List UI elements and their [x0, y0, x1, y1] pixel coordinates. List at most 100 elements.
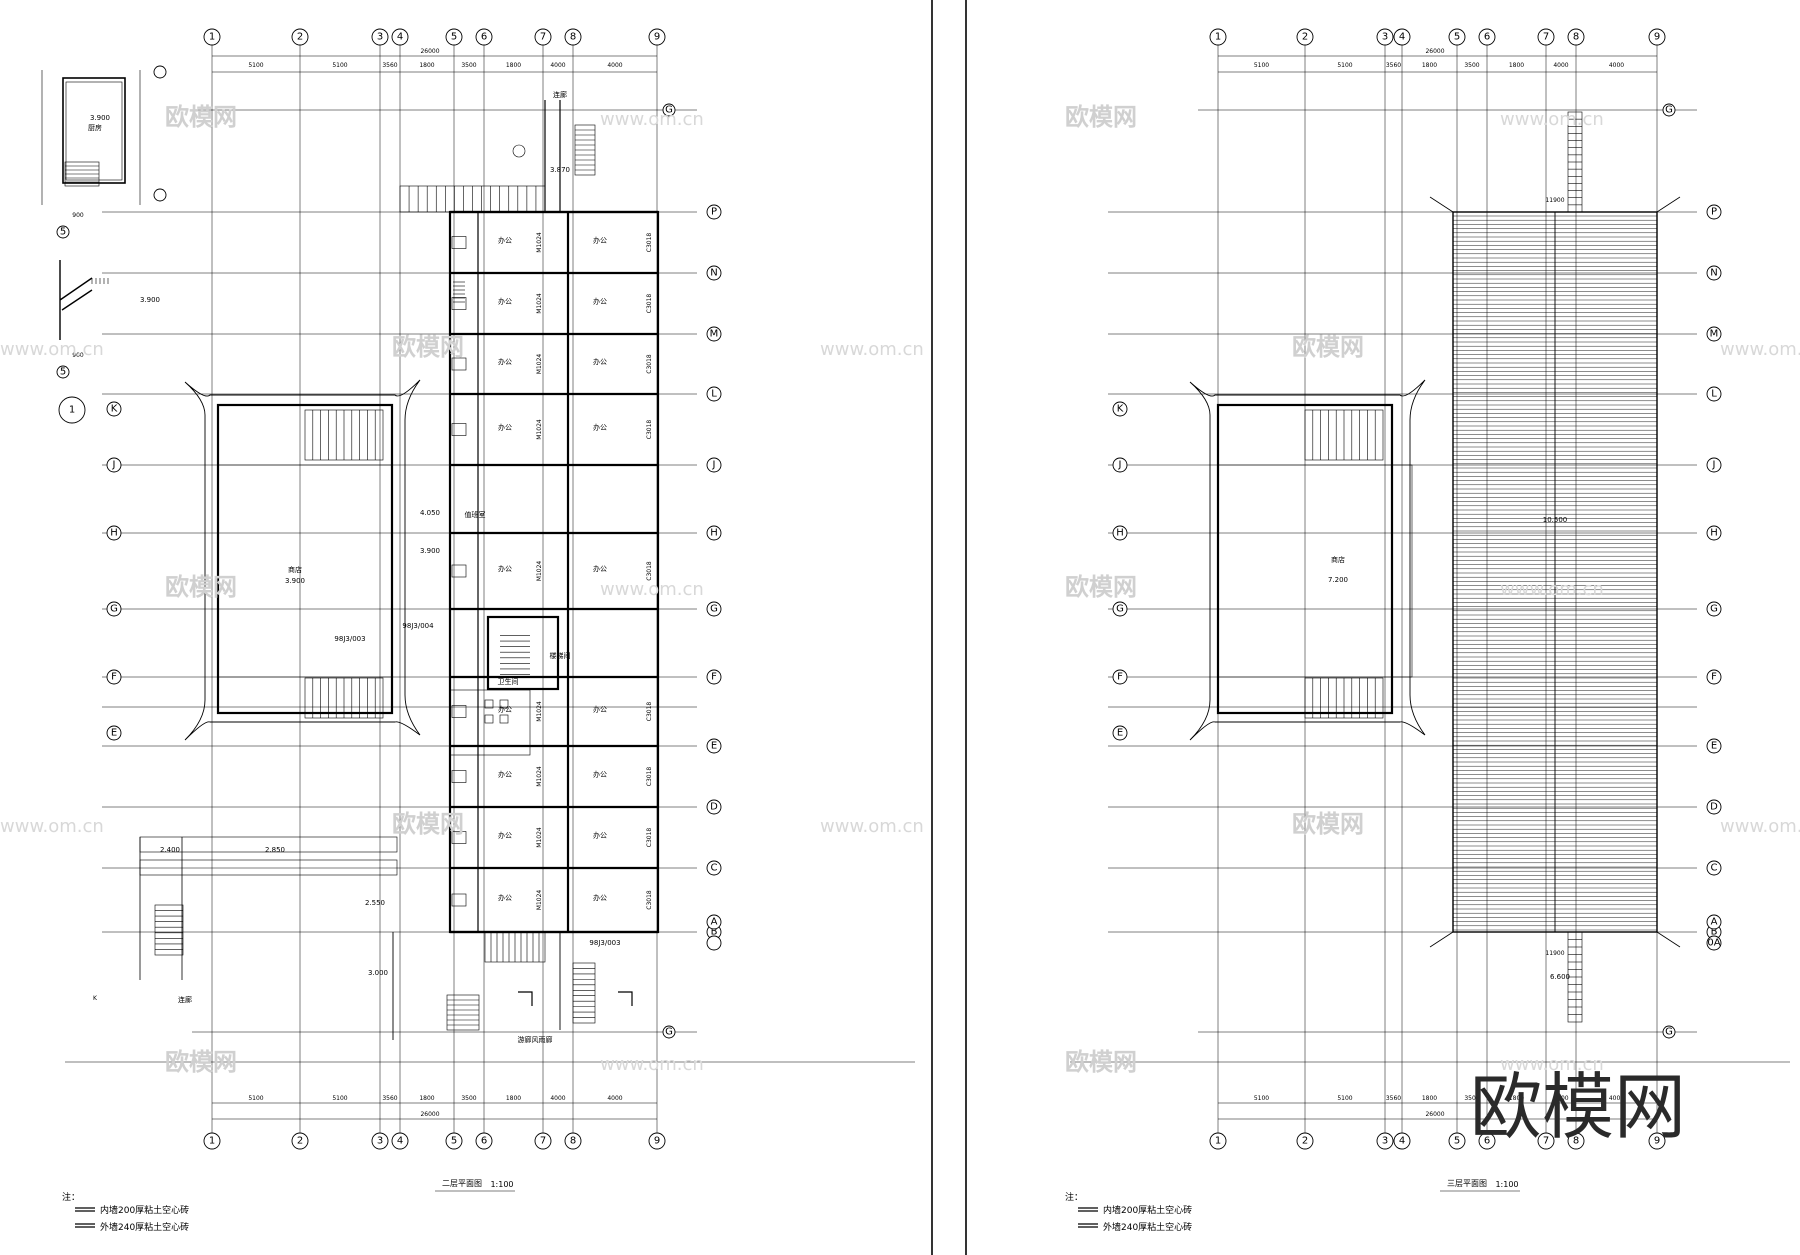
- axis-bubble: A: [1706, 914, 1722, 930]
- bay-dim: 3560: [382, 62, 397, 69]
- room-label-shop: 商店: [288, 565, 302, 574]
- room-label-shop-r: 商店: [1331, 555, 1345, 564]
- svg-text:H: H: [110, 528, 118, 539]
- svg-text:4: 4: [397, 1136, 403, 1147]
- svg-text:F: F: [711, 672, 717, 683]
- bay-dim: 3500: [1464, 1095, 1479, 1102]
- svg-text:G: G: [110, 604, 118, 615]
- axis-bubble: 9: [1648, 1132, 1666, 1150]
- overall-dim-bottom: 26000: [420, 1111, 439, 1118]
- axis-bubble: 6: [475, 28, 493, 46]
- door-code: M1024: [536, 766, 543, 787]
- watermarks: 欧模网欧模网欧模网欧模网欧模网欧模网欧模网欧模网欧模网欧模网www.om.cnw…: [0, 103, 1800, 1076]
- detail-elev-2: 3.900: [140, 296, 160, 304]
- elev-walkway-d: 3.000: [368, 969, 388, 977]
- watermark-brand: 欧模网: [1065, 1048, 1137, 1076]
- axis-bubble: 7: [1537, 1132, 1555, 1150]
- room-label-office: 办公: [498, 831, 512, 840]
- svg-text:L: L: [711, 389, 717, 400]
- door-code: M1024: [536, 293, 543, 314]
- axis-bubble: 7: [1537, 28, 1555, 46]
- axis-bubble: F: [1706, 669, 1722, 685]
- elev-walkway-c: 2.550: [365, 899, 385, 907]
- elev-hall-2: 3.900: [420, 547, 440, 555]
- watermark-url: www.om.cn: [600, 1054, 704, 1075]
- watermark-brand: 欧模网: [392, 333, 464, 361]
- bay-dimensions: 5100510051005100356035601800180035003500…: [248, 62, 622, 1102]
- svg-text:A: A: [711, 917, 718, 928]
- axis-bubble: 8: [1567, 1132, 1585, 1150]
- watermark-brand: 欧模网: [1065, 573, 1137, 601]
- elev-hall: 4.050: [420, 509, 440, 517]
- elev-walkway-b: 2.850: [265, 846, 285, 854]
- bay-dim: 3560: [1386, 1095, 1401, 1102]
- svg-text:9: 9: [1654, 32, 1660, 43]
- bay-dim: 1800: [1422, 1095, 1437, 1102]
- svg-text:5: 5: [451, 32, 457, 43]
- axis-bubble: F: [706, 669, 722, 685]
- bay-dim: 5100: [332, 1095, 347, 1102]
- svg-text:F: F: [1117, 672, 1123, 683]
- bay-dim: 3500: [461, 62, 476, 69]
- svg-text:6: 6: [481, 1136, 487, 1147]
- svg-text:A: A: [1711, 917, 1718, 928]
- room-label-office: 办公: [593, 236, 607, 245]
- watermark-url: www.om.cn: [820, 339, 924, 360]
- watermark-url: www.om.cn: [1720, 339, 1800, 360]
- axis-bubble: G: [1662, 1025, 1676, 1039]
- svg-text:D: D: [1710, 802, 1718, 813]
- roof-dim-top: 11900: [1545, 197, 1564, 204]
- axis-bubble: 7: [534, 1132, 552, 1150]
- axis-bubble: K: [106, 401, 122, 417]
- svg-text:J: J: [712, 460, 716, 471]
- watermark-brand: 欧模网: [165, 1048, 237, 1076]
- shop-roof-outline-r: [1189, 379, 1426, 741]
- watermark-brand: 欧模网: [392, 810, 464, 838]
- window-code: C3018: [646, 890, 653, 910]
- room-label-toilet: 卫生间: [498, 677, 519, 686]
- window-code: C3018: [646, 767, 653, 787]
- window-code: C3018: [646, 561, 653, 581]
- room-label-office: 办公: [593, 831, 607, 840]
- svg-text:3: 3: [1382, 32, 1388, 43]
- svg-text:9: 9: [1654, 1136, 1660, 1147]
- watermark-url: www.om.cn: [1500, 1054, 1604, 1075]
- axis-bubble: M: [1706, 326, 1722, 342]
- watermark-url: www.om.cn: [1720, 816, 1800, 837]
- axis-bubble: 4: [391, 1132, 409, 1150]
- axis-bubble: 5: [445, 1132, 463, 1150]
- axis-bubble: 2: [1296, 1132, 1314, 1150]
- bay-dim: 5100: [1254, 1095, 1269, 1102]
- axis-bubble: G: [106, 601, 122, 617]
- bay-dim: 5100: [1337, 1095, 1352, 1102]
- detail-axis-5: 5: [60, 227, 66, 238]
- horizontal-grid-r: [1108, 109, 1697, 1033]
- axis-bubble: 5: [1448, 28, 1466, 46]
- svg-text:E: E: [111, 728, 117, 739]
- watermark-url: www.om.cn: [0, 816, 104, 837]
- elev-top-walkway: 3.870: [550, 166, 570, 174]
- axis-bubble: 0A: [1706, 935, 1722, 951]
- svg-text:1: 1: [1215, 1136, 1221, 1147]
- central-stair: [486, 615, 560, 691]
- svg-text:8: 8: [1573, 1136, 1579, 1147]
- room-label-office: 办公: [498, 357, 512, 366]
- watermark-brand: 欧模网: [165, 573, 237, 601]
- detail-room: 厨房: [88, 123, 102, 132]
- axis-bubble: 3: [1376, 1132, 1394, 1150]
- note-left-1: 内墙200厚粘土空心砖: [100, 1204, 189, 1216]
- svg-text:5: 5: [1454, 32, 1460, 43]
- horizontal-grid: [102, 109, 697, 1033]
- svg-text:C: C: [711, 863, 718, 874]
- kitchen-detail: 3.900 厨房 900 5 3.900 900 5 1: [41, 65, 167, 424]
- svg-text:P: P: [1711, 207, 1717, 218]
- elev-r-bottom: 6.600: [1550, 973, 1570, 981]
- door-code: M1024: [536, 827, 543, 848]
- room-label-office: 办公: [498, 893, 512, 902]
